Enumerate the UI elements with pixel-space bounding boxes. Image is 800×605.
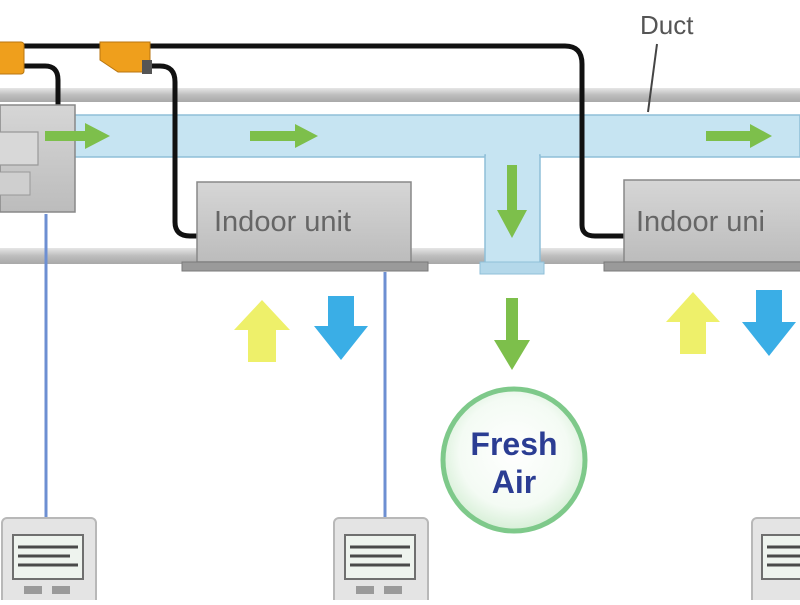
fresh-air-text-line2: Air (492, 464, 536, 500)
yellow-up-arrow-icon (666, 292, 720, 354)
duct-leader-line (647, 43, 658, 113)
indoor-unit-2: Indoor uni (603, 179, 800, 272)
fresh-air-duct (39, 114, 800, 275)
ceiling-upper-bar (0, 88, 800, 102)
orange-connector-icon (0, 41, 25, 75)
indoor-unit-1: Indoor unit (181, 181, 429, 272)
blue-down-arrow-icon (314, 296, 368, 360)
indoor-unit-2-label: Indoor uni (636, 206, 765, 238)
remote-controller-icon (1, 517, 97, 605)
green-arrow-icon (494, 298, 530, 370)
refrigerant-pipes (0, 43, 631, 239)
yellow-up-arrow-icon (234, 300, 290, 362)
remote-controller-icon (751, 517, 800, 605)
duct-label: Duct (640, 10, 694, 40)
blue-down-arrow-icon (742, 290, 796, 356)
indoor-unit-1-label: Indoor unit (214, 206, 351, 238)
orange-connector-icon (99, 41, 152, 74)
green-arrow-icon (45, 123, 110, 149)
green-arrow-icon (250, 124, 318, 148)
green-arrow-icon (706, 124, 772, 148)
fresh-air-text-line1: Fresh (470, 426, 557, 462)
fresh-air-badge: Fresh Air (440, 386, 588, 534)
green-arrow-icon (497, 165, 527, 238)
remote-controller-icon (333, 517, 429, 605)
ventilation-unit (0, 104, 76, 213)
